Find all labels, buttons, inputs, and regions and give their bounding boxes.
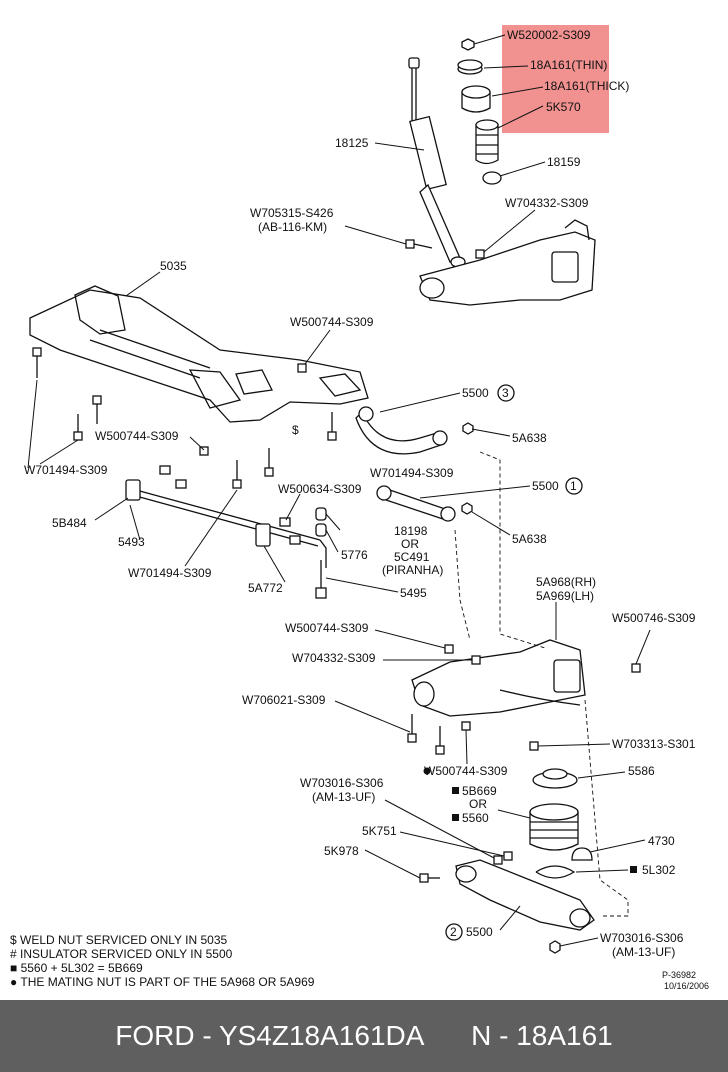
arm-5500-3-drawing bbox=[355, 406, 474, 455]
label-18a161-thick: 18A161(THICK) bbox=[544, 79, 629, 93]
label-5493: 5493 bbox=[118, 535, 145, 549]
arm-5500-2-drawing bbox=[455, 859, 595, 954]
bumper-5k570 bbox=[475, 119, 499, 165]
label-or-1: OR bbox=[401, 537, 419, 551]
stabilizer-bar-drawing bbox=[125, 465, 327, 568]
ring-5l302 bbox=[535, 865, 576, 879]
footer-ford-part: FORD - YS4Z18A161DA bbox=[115, 1020, 425, 1051]
spring-5560 bbox=[529, 803, 579, 851]
label-w703016-b: W703016-S306 bbox=[600, 931, 684, 945]
label-w703016-a-code: (AM-13-UF) bbox=[312, 790, 375, 804]
parts-diagram: W520002-S309 18A161(THIN) 18A161(THICK) … bbox=[10, 25, 710, 991]
label-5b484: 5B484 bbox=[52, 516, 87, 530]
crossmember-drawing bbox=[29, 285, 369, 423]
label-18a161-thin: 18A161(THIN) bbox=[530, 58, 607, 72]
note-weld-nut: $ WELD NUT SERVICED ONLY IN 5035 bbox=[10, 933, 228, 947]
label-18125: 18125 bbox=[335, 136, 369, 150]
label-5a772: 5A772 bbox=[248, 581, 283, 595]
note-spring-kit: ■ 5560 + 5L302 = 5B669 bbox=[10, 961, 143, 975]
note-mating-nut: ● THE MATING NUT IS PART OF THE 5A968 OR… bbox=[10, 975, 315, 989]
label-5500-1: 5500 bbox=[532, 479, 559, 493]
label-w706021: W706021-S309 bbox=[242, 693, 326, 707]
label-5776: 5776 bbox=[341, 548, 368, 562]
label-5500-2: 5500 bbox=[466, 925, 493, 939]
cap-18159 bbox=[482, 171, 502, 185]
knuckle-bolts bbox=[407, 644, 641, 755]
arm-5500-1-drawing bbox=[376, 485, 473, 522]
label-5l302: 5L302 bbox=[642, 863, 676, 877]
label-w520002: W520002-S309 bbox=[507, 28, 591, 42]
label-5k751: 5K751 bbox=[362, 824, 397, 838]
label-w500744-b: W500744-S309 bbox=[95, 429, 179, 443]
part-number-banner: FORD - YS4Z18A161DA N - 18A161 bbox=[0, 1000, 728, 1072]
label-p-number: P-36982 bbox=[662, 970, 696, 980]
label-5500-1-num: 1 bbox=[570, 479, 577, 493]
note-insulator: # INSULATOR SERVICED ONLY IN 5500 bbox=[10, 947, 233, 961]
label-w500744-a: W500744-S309 bbox=[290, 315, 374, 329]
label-w701494-b: W701494-S309 bbox=[370, 466, 454, 480]
insulator-thin bbox=[457, 59, 483, 75]
bolt-w704332-top bbox=[475, 249, 485, 259]
label-5k978: 5K978 bbox=[324, 844, 359, 858]
label-w703016-b-code: (AM-13-UF) bbox=[612, 945, 675, 959]
label-5k570: 5K570 bbox=[546, 100, 581, 114]
label-w701494-c: W701494-S309 bbox=[128, 566, 212, 580]
label-5500-3: 5500 bbox=[462, 386, 489, 400]
footer-n-part: N - 18A161 bbox=[471, 1020, 613, 1051]
leader-lines bbox=[27, 34, 651, 947]
label-5c491: 5C491 bbox=[394, 550, 430, 564]
bolts-center bbox=[199, 412, 337, 489]
label-w500634: W500634-S309 bbox=[278, 482, 362, 496]
label-5495: 5495 bbox=[400, 586, 427, 600]
label-or-2: OR bbox=[469, 797, 487, 811]
label-w703016-a: W703016-S306 bbox=[300, 776, 384, 790]
label-w701494-a: W701494-S309 bbox=[24, 463, 108, 477]
label-5a638-b: 5A638 bbox=[512, 532, 547, 546]
label-5a969-lh: 5A969(LH) bbox=[536, 589, 594, 603]
bolt-w705315 bbox=[405, 239, 433, 249]
bolts-w701494-left bbox=[32, 347, 102, 441]
label-w704332-top: W704332-S309 bbox=[505, 196, 589, 210]
label-w705315-code: (AB-116-KM) bbox=[258, 220, 327, 234]
nut-w520002 bbox=[461, 38, 475, 51]
highlight-region bbox=[502, 25, 609, 133]
label-w500746: W500746-S309 bbox=[612, 611, 696, 625]
shock-absorber-drawing bbox=[408, 57, 466, 268]
label-5a968-rh: 5A968(RH) bbox=[536, 575, 596, 589]
label-dollar: $ bbox=[292, 423, 299, 437]
label-5035: 5035 bbox=[160, 259, 187, 273]
exploded-view-drawing: W520002-S309 18A161(THIN) 18A161(THICK) … bbox=[10, 25, 709, 991]
bolt-w500744-upper bbox=[297, 363, 307, 373]
label-5b669: 5B669 bbox=[462, 784, 497, 798]
label-5586: 5586 bbox=[628, 764, 655, 778]
knuckle-5a968-drawing bbox=[411, 639, 586, 717]
upper-knuckle-drawing bbox=[419, 219, 596, 306]
spring-seat-5586 bbox=[532, 768, 578, 789]
label-date: 10/16/2006 bbox=[664, 981, 709, 991]
label-w500744-d: W500744-S309 bbox=[424, 764, 508, 778]
bushings-18198 bbox=[315, 507, 327, 599]
label-w704332-mid: W704332-S309 bbox=[292, 651, 376, 665]
label-5560: 5560 bbox=[462, 811, 489, 825]
label-18159: 18159 bbox=[547, 155, 581, 169]
cap-4730 bbox=[571, 847, 593, 861]
label-5500-2-num: 2 bbox=[450, 925, 457, 939]
label-5500-3-num: 3 bbox=[502, 386, 509, 400]
label-w705315: W705315-S426 bbox=[250, 206, 334, 220]
label-5a638-a: 5A638 bbox=[512, 431, 547, 445]
insulator-thick bbox=[461, 85, 491, 113]
label-4730: 4730 bbox=[648, 834, 675, 848]
label-piranha: (PIRANHA) bbox=[382, 563, 443, 577]
label-w703313: W703313-S301 bbox=[612, 737, 696, 751]
label-w500744-c: W500744-S309 bbox=[285, 621, 369, 635]
label-18198: 18198 bbox=[394, 524, 428, 538]
